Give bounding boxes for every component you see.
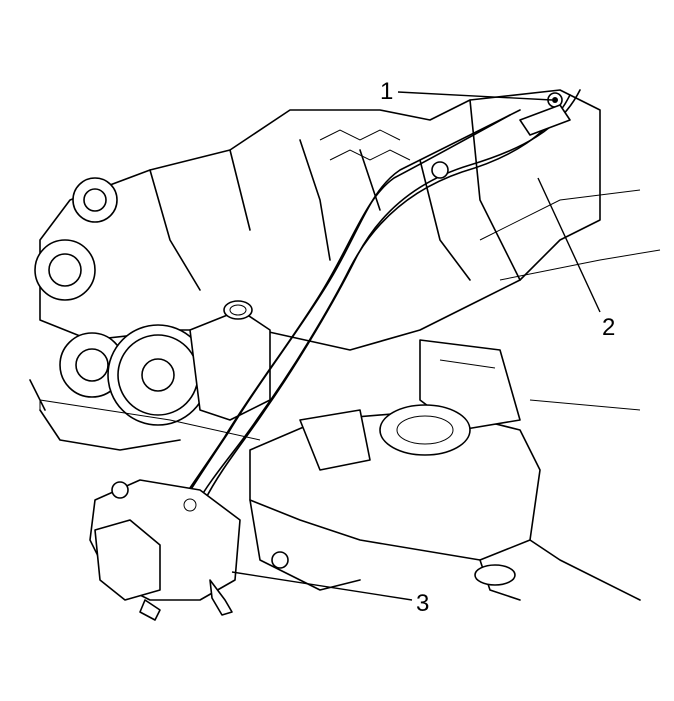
accessory-pulleys: [29, 177, 209, 451]
leader-lines: [231, 91, 601, 601]
callout-2: 2: [602, 314, 616, 341]
callout-3: 3: [416, 590, 430, 617]
leader-line-3: [231, 571, 413, 601]
frame-crossmember: [39, 339, 641, 601]
callout-1: 1: [380, 78, 394, 105]
steering-gear: [89, 479, 241, 621]
engine-block: [39, 89, 661, 351]
leader-line-1: [397, 91, 553, 101]
power-steering-pump: [189, 300, 271, 421]
leader-line-2: [537, 177, 601, 313]
